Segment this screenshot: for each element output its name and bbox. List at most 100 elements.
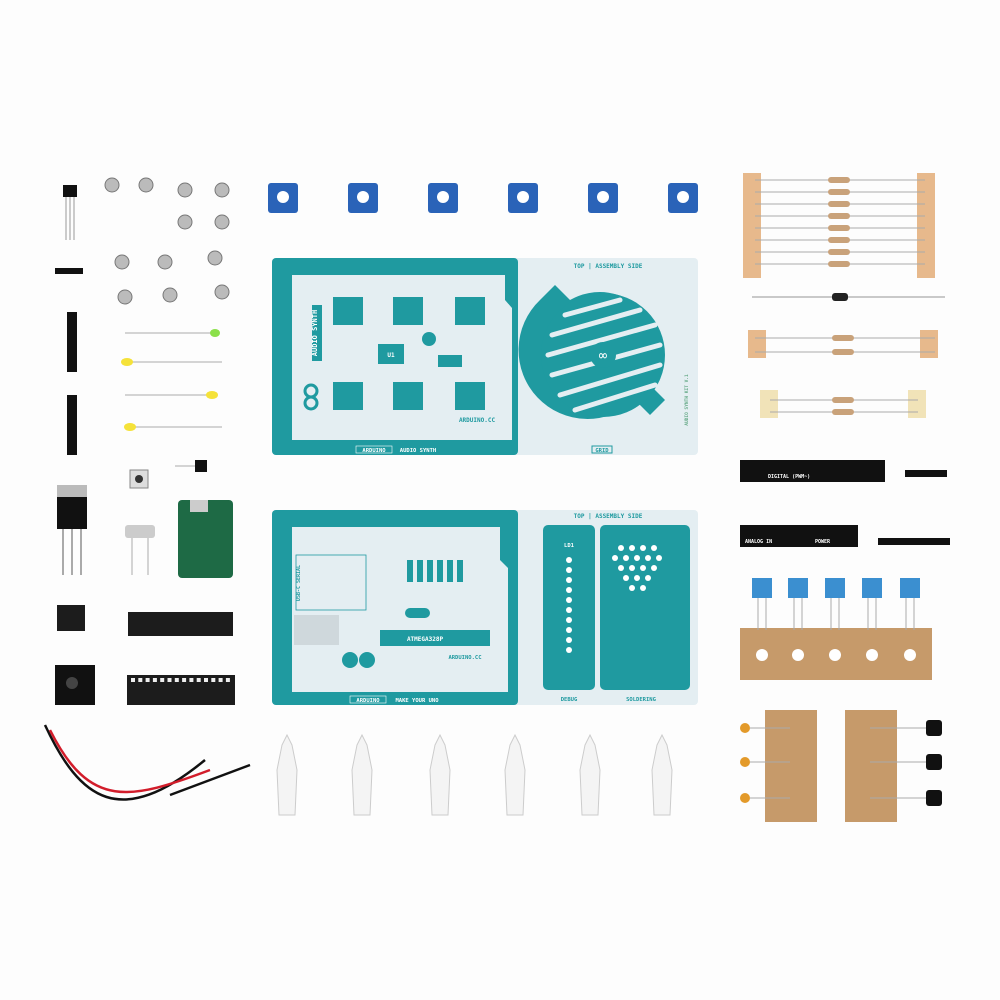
debug-label: DEBUG [561, 697, 578, 703]
resistor [828, 249, 850, 255]
heart-pad [629, 545, 635, 551]
debug-pad [566, 647, 572, 653]
power-label: POWER [815, 539, 831, 545]
ic-socket [127, 675, 235, 705]
screw [114, 254, 130, 270]
debug-pad [566, 637, 572, 643]
tape-hole [904, 649, 916, 661]
heart-pad [634, 555, 640, 561]
screw [104, 177, 120, 193]
electrolytic-capacitor [926, 790, 942, 806]
standoff [351, 733, 373, 816]
heart-pad [629, 585, 635, 591]
pot-pad [393, 382, 423, 410]
socket-hole [189, 678, 194, 682]
socket-hole [174, 678, 179, 682]
pot-knob [437, 191, 449, 203]
led-label: LD1 [564, 543, 575, 549]
pot-pad [455, 382, 485, 410]
heart-pad [640, 565, 646, 571]
heart-pad [651, 545, 657, 551]
socket-hole [138, 678, 143, 682]
resistor [832, 409, 854, 415]
ceramic-capacitor [740, 793, 750, 803]
ic-label: U1 [387, 352, 395, 359]
resistor [828, 177, 850, 183]
film-capacitor [788, 578, 808, 598]
heart-pad [612, 555, 618, 561]
standoff [429, 733, 451, 816]
heart-pad [623, 575, 629, 581]
ceramic-capacitor [740, 757, 750, 767]
standoff [651, 733, 673, 816]
screw [214, 284, 230, 300]
heart-pad [618, 565, 624, 571]
socket-hole [145, 678, 150, 682]
uno-brand-label: ARDUINO [356, 698, 380, 704]
brand-label: ARDUINO [362, 448, 386, 454]
resistor [832, 335, 854, 341]
screw [162, 287, 178, 303]
atmega-label: ATMEGA328P [407, 636, 444, 643]
debug-pad [566, 567, 572, 573]
screw [157, 254, 173, 270]
film-capacitor [752, 578, 772, 598]
socket-hole [196, 678, 201, 682]
make-your-uno-board: USB-C SERIAL ATMEGA328P ARDUINO.CC ARDUI… [272, 510, 698, 705]
kit-version-label: AUDIO SYNTH KIT V.1 [684, 374, 690, 426]
board-name-label: AUDIO SYNTH [400, 448, 436, 454]
standoff [579, 733, 601, 816]
pot-knob [677, 191, 689, 203]
ceramic-capacitor [740, 723, 750, 733]
screw [214, 214, 230, 230]
pot-knob [597, 191, 609, 203]
debug-pad [566, 577, 572, 583]
debug-pad [566, 627, 572, 633]
pin-headers [55, 268, 83, 455]
debug-pad [566, 587, 572, 593]
resistor [828, 237, 850, 243]
resistor [828, 225, 850, 231]
pot-pad [393, 297, 423, 325]
heart-pad [640, 585, 646, 591]
board-pot-pads [333, 297, 485, 410]
soldering-label: SOLDERING [626, 697, 656, 703]
socket-hole [167, 678, 172, 682]
heart-pad [645, 575, 651, 581]
digital-label: DIGITAL (PWM~) [768, 474, 810, 480]
pot-pad [333, 382, 363, 410]
electrolytic-capacitor [926, 754, 942, 770]
arduino-logo-icon: ∞ [599, 348, 608, 364]
tape-hole [829, 649, 841, 661]
heart-pad [651, 565, 657, 571]
left-components [43, 177, 251, 801]
heart-pad [623, 555, 629, 561]
socket-hole [182, 678, 187, 682]
resistor [828, 201, 850, 207]
resistor [828, 213, 850, 219]
uno-url-label: ARDUINO.CC [448, 655, 481, 661]
audio-synth-label: AUDIO SYNTH [311, 310, 319, 356]
debug-pad [566, 607, 572, 613]
pot-knob [517, 191, 529, 203]
socket-hole [218, 678, 223, 682]
heart-pad [640, 545, 646, 551]
usb-serial-label: USB-C SERIAL [296, 565, 302, 601]
usb-c-module [178, 500, 233, 578]
pot-knob [357, 191, 369, 203]
screw [214, 182, 230, 198]
dip8-chip [57, 605, 85, 631]
film-capacitor [900, 578, 920, 598]
debug-pad [566, 597, 572, 603]
battery-wires [43, 724, 251, 801]
socket-hole [160, 678, 165, 682]
standoff [276, 733, 298, 816]
resistor [828, 189, 850, 195]
leds [121, 329, 220, 431]
pot-knob [277, 191, 289, 203]
uno-assembly-label: TOP | ASSEMBLY SIDE [574, 513, 643, 520]
screw [177, 182, 193, 198]
electrolytic-capacitor [926, 720, 942, 736]
socket-hole [211, 678, 216, 682]
assembly-side-label: TOP | ASSEMBLY SIDE [574, 263, 643, 270]
